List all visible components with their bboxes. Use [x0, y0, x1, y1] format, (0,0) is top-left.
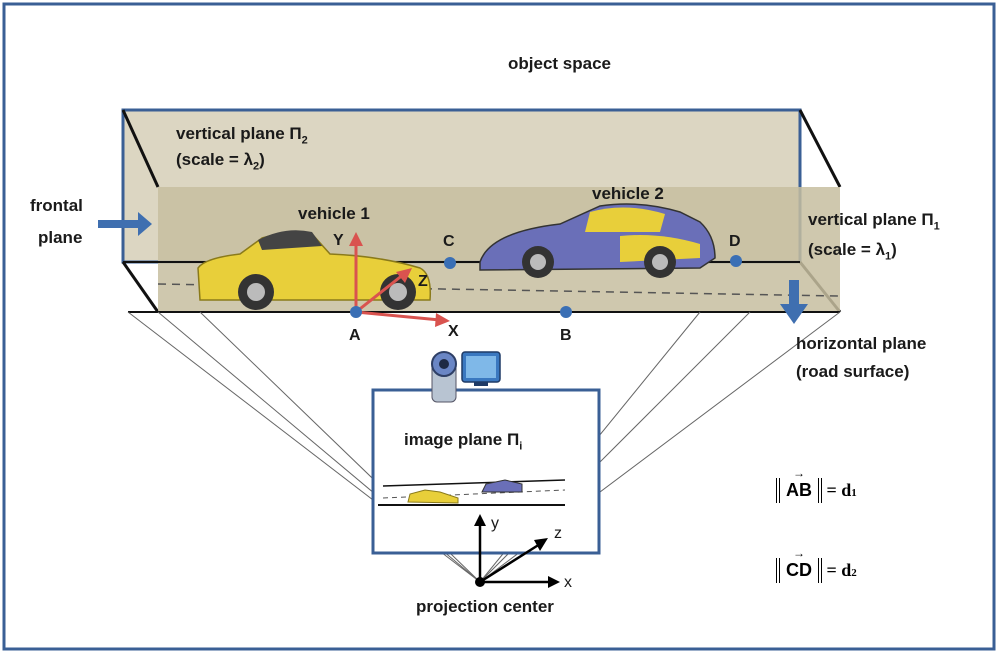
- point-d-marker: [730, 255, 742, 267]
- camera-axis-z-label: z: [554, 525, 562, 542]
- plane-label: plane: [38, 228, 83, 247]
- monitor-icon: [461, 351, 501, 386]
- frontal-plane-arrow: [98, 212, 152, 236]
- vehicle-2-label: vehicle 2: [592, 184, 664, 203]
- vehicle-2-icon: [479, 203, 716, 278]
- point-a-label: A: [349, 327, 361, 344]
- point-b-label: B: [560, 327, 572, 344]
- point-c-label: C: [443, 233, 455, 250]
- vertical-plane-1-label: vertical plane Π1: [808, 210, 940, 233]
- vehicle-1-icon: [197, 230, 432, 310]
- image-plane-scene: [378, 479, 566, 506]
- equation-cd: CD = d2: [776, 558, 857, 583]
- vertical-plane-2-label: vertical plane Π2: [176, 124, 308, 147]
- axis-z-label: Z: [418, 273, 428, 290]
- axis-x-label: X: [448, 323, 459, 340]
- projection-center-marker: [475, 577, 485, 587]
- equation-ab: AB = d1: [776, 478, 857, 503]
- scale-1-label: (scale = λ1): [808, 240, 897, 263]
- camera-icon: [431, 351, 457, 403]
- point-d-label: D: [729, 233, 741, 250]
- camera-axes: [474, 514, 560, 588]
- axis-y-label: Y: [333, 232, 344, 249]
- image-plane-box: [371, 388, 601, 555]
- horizontal-plane-label: horizontal plane: [796, 334, 927, 353]
- scale-2-label: (scale = λ2): [176, 150, 265, 173]
- left-bottom-diagonal: [121, 261, 160, 313]
- world-axes: [349, 232, 450, 327]
- image-plane-label: image plane Πi: [404, 430, 523, 453]
- point-b-marker: [560, 306, 572, 318]
- vehicle-1-label: vehicle 1: [298, 204, 370, 223]
- point-c-marker: [444, 257, 456, 269]
- object-space-label: object space: [508, 54, 611, 73]
- horizontal-plane-arrow: [780, 280, 808, 324]
- projection-center-label: projection center: [416, 597, 554, 616]
- road-surface-label: (road surface): [796, 362, 910, 381]
- frontal-label: frontal: [30, 196, 83, 215]
- point-a-marker: [350, 306, 362, 318]
- camera-axis-y-label: y: [491, 515, 499, 532]
- right-top-diagonal: [798, 109, 842, 188]
- left-top-diagonal: [121, 109, 160, 188]
- camera-axis-x-label: x: [564, 574, 572, 591]
